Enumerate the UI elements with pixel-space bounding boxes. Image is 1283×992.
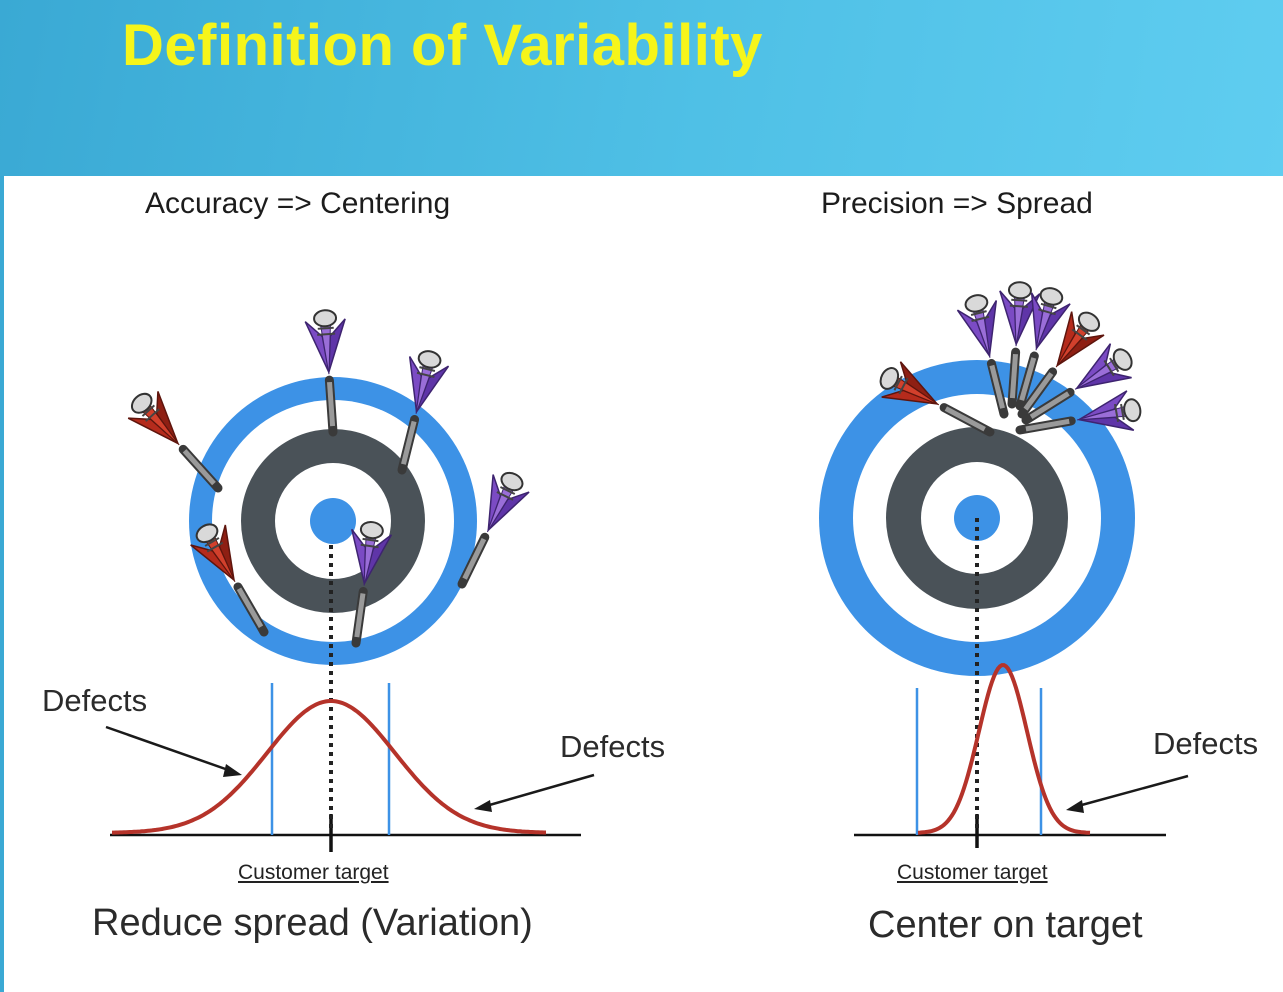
left-heading: Accuracy => Centering <box>145 187 451 220</box>
right-bell-curve <box>917 663 1091 835</box>
left-edge-bar <box>0 176 4 992</box>
right-customer-target-label: Customer target <box>897 861 1048 884</box>
left-customer-target-label: Customer target <box>238 861 389 884</box>
slide-header: Definition of Variability <box>0 0 1283 176</box>
right-distribution-chart <box>854 518 1189 848</box>
left-caption: Reduce spread (Variation) <box>92 902 533 944</box>
right-defects-label: Defects <box>1153 726 1259 761</box>
slide-title: Definition of Variability <box>122 13 763 78</box>
left-bell-curve <box>112 699 546 835</box>
left-defects-label: Defects <box>42 683 148 718</box>
right-defects-arrow-icon <box>485 773 595 808</box>
left-distribution-chart <box>105 545 595 852</box>
left-defects-arrow-icon <box>105 725 235 774</box>
left-defects-label-right: Defects <box>560 729 666 764</box>
right-caption: Center on target <box>868 904 1143 946</box>
right-panel-defects-arrow-icon <box>1077 774 1189 808</box>
right-heading: Precision => Spread <box>821 187 1093 220</box>
